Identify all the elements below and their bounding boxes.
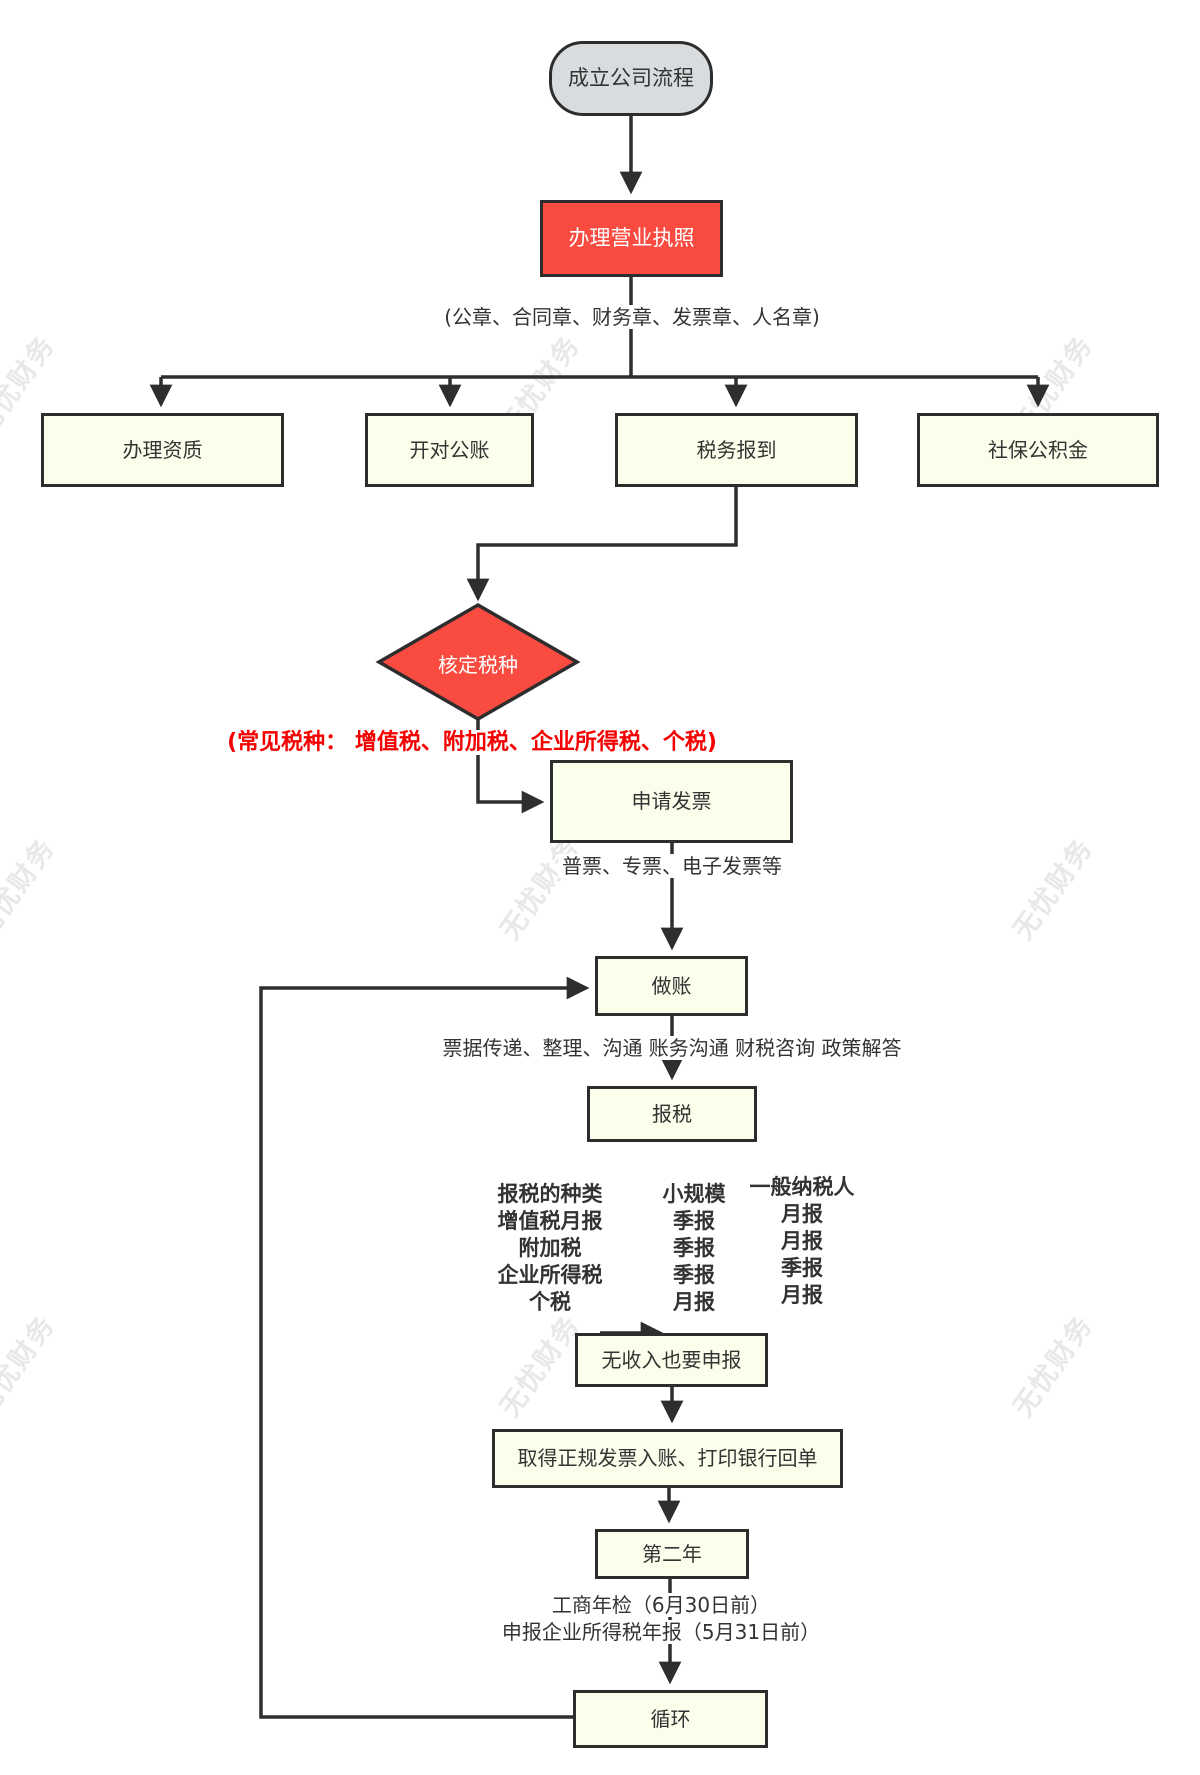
node-formal-invoice-label: 取得正规发票入账、打印银行回单 — [517, 1446, 818, 1470]
node-tax-registration-label: 税务报到 — [696, 437, 777, 462]
decision-diamond — [375, 602, 581, 722]
node-social-insurance-label: 社保公积金 — [988, 437, 1088, 462]
tax-table-column-general-taxpayer: 一般纳税人 月报 月报 季报 月报 — [742, 1174, 862, 1309]
annotation-annual-check-line2: 申报企业所得税年报（5月31日前） — [411, 1616, 911, 1645]
tax-table-cell: 月报 — [673, 1290, 715, 1314]
node-no-income-declare-label: 无收入也要申报 — [601, 1347, 742, 1372]
node-license: 办理营业执照 — [540, 200, 723, 277]
node-no-income-declare: 无收入也要申报 — [575, 1333, 768, 1387]
node-start-label: 成立公司流程 — [568, 66, 694, 91]
node-tax-type-decision-label: 核定税种 — [438, 653, 518, 677]
tax-table-column-small-scale: 小规模 季报 季报 季报 月报 — [638, 1181, 750, 1316]
node-bookkeeping: 做账 — [595, 956, 748, 1016]
node-formal-invoice: 取得正规发票入账、打印银行回单 — [492, 1429, 843, 1488]
node-bank-account-label: 开对公账 — [409, 437, 490, 462]
node-tax-filing: 报税 — [587, 1086, 757, 1142]
tax-table-cell: 企业所得税 — [497, 1263, 603, 1287]
tax-table-cell: 增值税月报 — [497, 1209, 603, 1233]
annotation-bookkeeping-detail: 票据传递、整理、沟通 账务沟通 财税咨询 政策解答 — [372, 1032, 972, 1061]
tax-table-cell: 月报 — [781, 1229, 823, 1253]
tax-table-cell: 季报 — [673, 1263, 715, 1287]
tax-table-cell: 季报 — [673, 1209, 715, 1233]
node-bookkeeping-label: 做账 — [651, 973, 692, 998]
tax-table-cell: 小规模 — [662, 1182, 726, 1206]
annotation-common-taxes: (常见税种： 增值税、附加税、企业所得税、个税) — [172, 724, 772, 756]
node-tax-registration: 税务报到 — [615, 413, 858, 487]
tax-table-cell: 月报 — [781, 1202, 823, 1226]
node-start: 成立公司流程 — [549, 41, 713, 116]
node-cycle-label: 循环 — [650, 1706, 691, 1731]
node-second-year: 第二年 — [595, 1529, 749, 1579]
node-qualification: 办理资质 — [41, 413, 284, 487]
annotation-seals: (公章、合同章、财务章、发票章、人名章) — [332, 301, 932, 330]
node-tax-type-decision: 核定税种 — [393, 649, 563, 678]
tax-table-cell: 个税 — [529, 1290, 571, 1314]
tax-table-cell: 一般纳税人 — [749, 1175, 855, 1199]
annotation-annual-check-line1: 工商年检（6月30日前） — [411, 1589, 911, 1618]
edge-cycle-loop-bookkeeping — [259, 976, 590, 1719]
node-apply-invoice-label: 申请发票 — [631, 789, 712, 813]
tax-table-cell: 季报 — [781, 1256, 823, 1280]
tax-table-cell: 季报 — [673, 1236, 715, 1260]
node-license-label: 办理营业执照 — [568, 226, 695, 251]
tax-table-cell: 报税的种类 — [497, 1182, 603, 1206]
node-apply-invoice: 申请发票 — [550, 760, 793, 843]
node-bank-account: 开对公账 — [365, 413, 534, 487]
node-tax-filing-label: 报税 — [652, 1101, 692, 1126]
node-second-year-label: 第二年 — [642, 1541, 702, 1566]
annotation-invoice-types: 普票、专票、电子发票等 — [472, 850, 872, 879]
edge-taxreg-decision — [466, 487, 738, 602]
node-cycle: 循环 — [573, 1690, 768, 1748]
tax-table-cell: 月报 — [781, 1283, 823, 1307]
tax-table-column-types: 报税的种类 增值税月报 附加税 企业所得税 个税 — [455, 1181, 645, 1316]
node-social-insurance: 社保公积金 — [917, 413, 1159, 487]
tax-table-cell: 附加税 — [518, 1236, 582, 1260]
node-qualification-label: 办理资质 — [122, 437, 203, 462]
